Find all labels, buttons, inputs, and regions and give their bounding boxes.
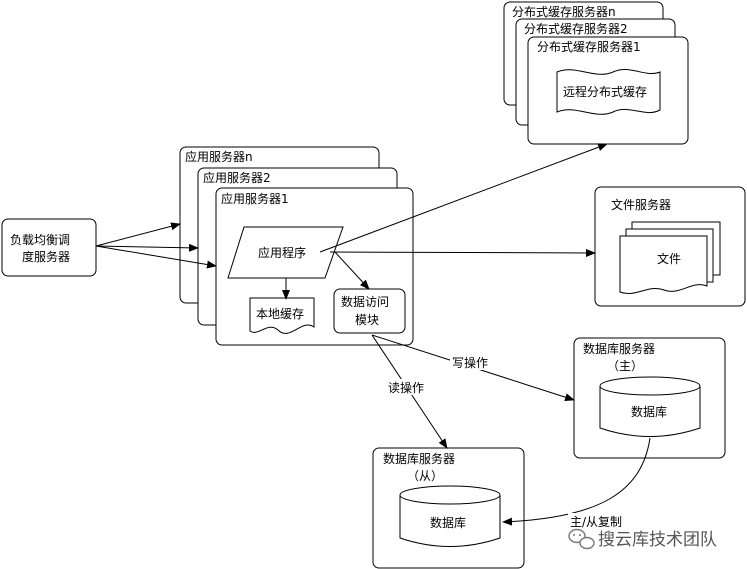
replication-label: 主/从复制 xyxy=(570,515,622,529)
file-server-label: 文件服务器 xyxy=(611,197,671,212)
app-program-label: 应用程序 xyxy=(258,245,306,260)
arrow-lb-to-app-1 xyxy=(95,245,217,269)
arrow-app-to-file xyxy=(329,248,596,257)
load-balancer-box xyxy=(1,218,97,277)
db-slave-label: 数据库 xyxy=(430,515,466,530)
db-master-cylinder-top xyxy=(599,376,701,396)
write-op-label: 写操作 xyxy=(452,355,488,370)
load-balancer-label: 负载均衡调 度服务器 xyxy=(10,233,74,264)
db-master-role-label: （主） xyxy=(607,359,643,373)
db-slave-role-label: （从） xyxy=(407,469,443,483)
local-cache-shape xyxy=(249,297,315,334)
data-access-module-label: 数据访问 模块 xyxy=(341,294,393,327)
app-server-1-label: 应用服务器1 xyxy=(221,191,289,206)
db-slave-cylinder-top xyxy=(399,485,501,505)
read-label-bg xyxy=(386,379,430,395)
local-cache-label: 本地缓存 xyxy=(256,307,304,321)
db-master-label: 数据库 xyxy=(631,404,667,419)
cache-server-1-label: 分布式缓存服务器1 xyxy=(537,39,641,54)
read-op-label: 读操作 xyxy=(388,380,424,395)
arrow-replication xyxy=(502,437,651,526)
app-server-n-label: 应用服务器n xyxy=(185,149,253,164)
app-program-shape xyxy=(227,226,344,279)
cache-server-n-label: 分布式缓存服务器n xyxy=(512,4,616,19)
remote-cache-label: 远程分布式缓存 xyxy=(563,84,647,99)
replication-label-bg xyxy=(568,513,634,529)
arrow-lb-to-app-n xyxy=(95,222,181,247)
wechat-icon xyxy=(568,528,595,550)
arrow-app-to-cache xyxy=(319,143,608,253)
file-label: 文件 xyxy=(657,251,681,266)
app-server-2-label: 应用服务器2 xyxy=(203,170,271,185)
remote-cache-shape xyxy=(556,68,661,115)
watermark-text: 搜云库技术团队 xyxy=(598,530,717,550)
arrow-lb-to-app-2 xyxy=(95,243,199,252)
arrow-app-to-dam xyxy=(334,251,370,290)
db-master-cylinder-body xyxy=(599,386,701,437)
db-slave-cylinder-body xyxy=(399,495,501,547)
cache-server-2-label: 分布式缓存服务器2 xyxy=(524,21,628,36)
file-doc-1 xyxy=(619,235,708,294)
db-slave-server-label: 数据库服务器 xyxy=(383,451,455,466)
db-master-server-label: 数据库服务器 xyxy=(583,341,655,356)
write-label-bg xyxy=(450,354,494,370)
